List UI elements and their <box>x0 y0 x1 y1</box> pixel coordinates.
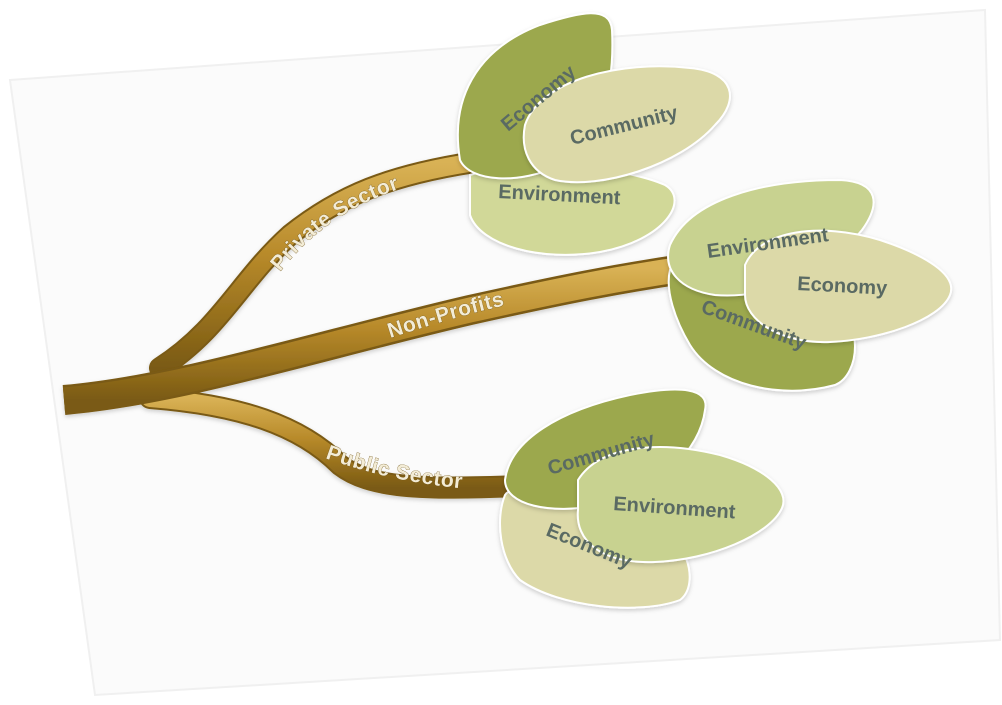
leaf-environment <box>667 178 875 297</box>
leaf-cluster-public-sector: Community Environment Economy <box>499 388 785 609</box>
leaf-environment <box>576 446 785 564</box>
leaf-cluster-non-profits: Environment Economy Community <box>667 178 953 392</box>
leaf-community <box>522 65 731 184</box>
leaf-economy <box>744 229 953 344</box>
leaf-label-economy: Economy <box>797 273 889 300</box>
leaf-cluster-private-sector: Economy Community Environment <box>456 12 731 256</box>
stems <box>62 151 693 499</box>
